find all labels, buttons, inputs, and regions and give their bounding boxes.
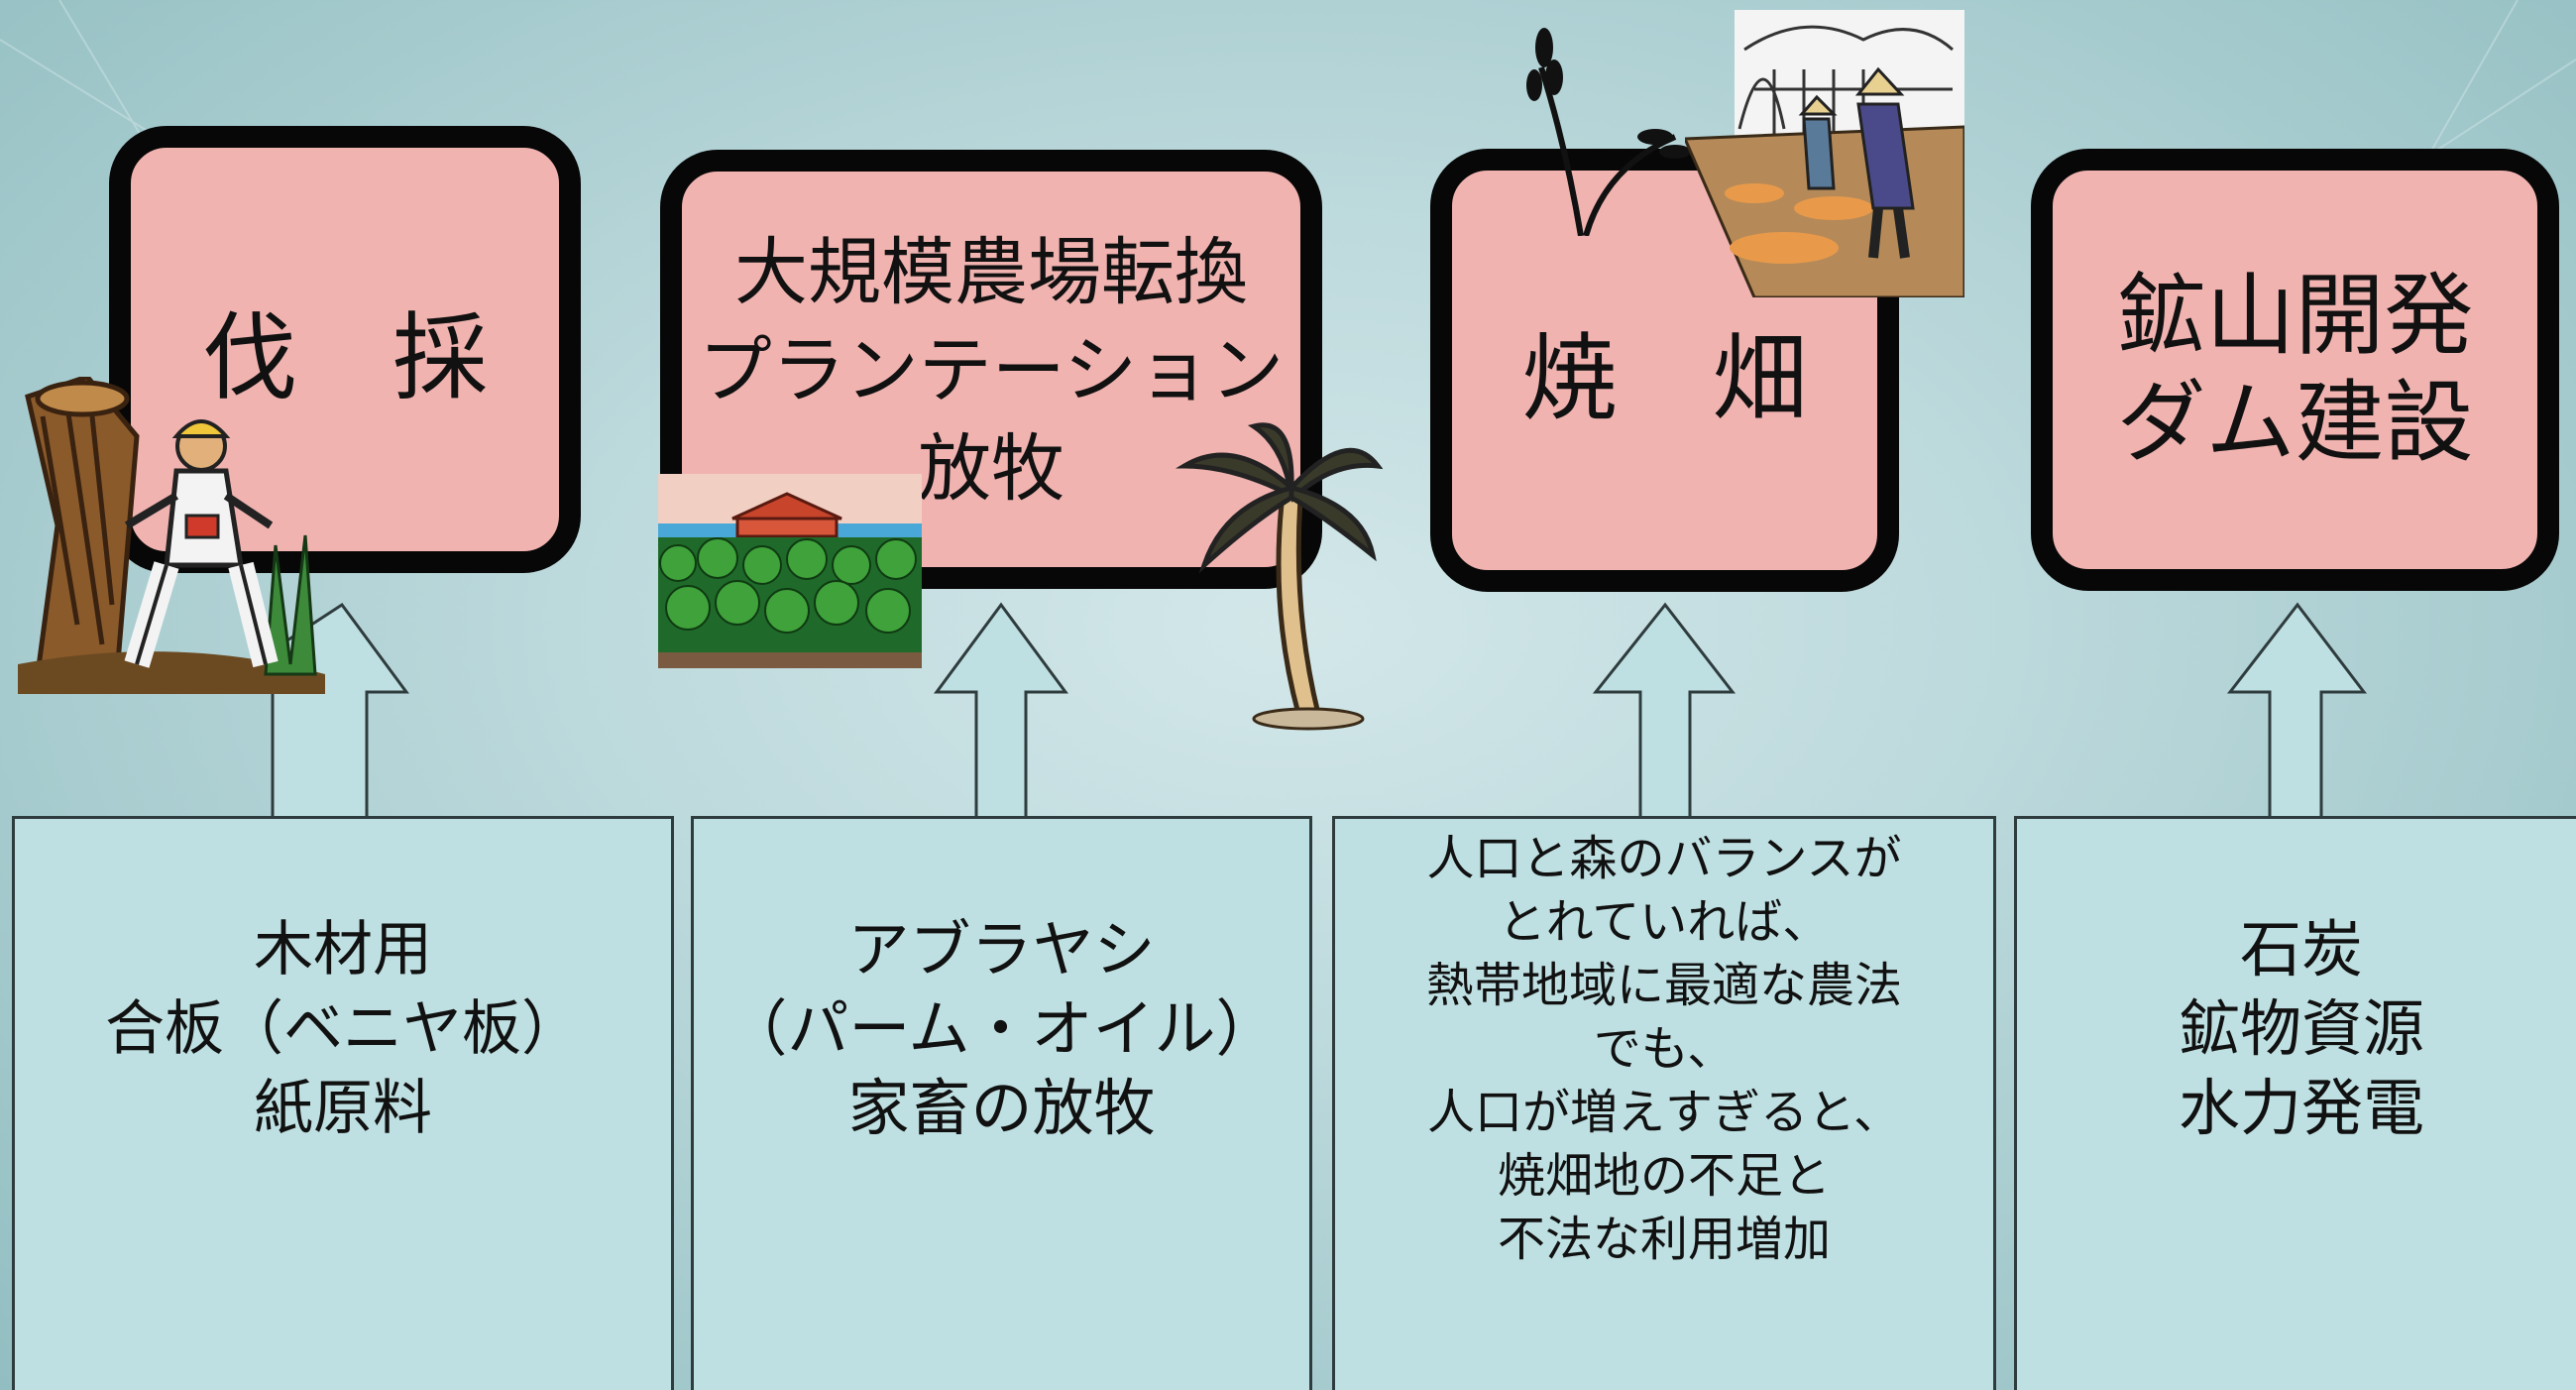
title-box-logging-line-1: 伐 採 [202, 302, 488, 413]
detail-logging-line-2: 合板（ベニヤ板） [105, 994, 581, 1064]
lumberjack-clipart-icon [18, 377, 325, 694]
title-box-plantation: 大規模農場転換 プランテーション 放牧 [660, 150, 1322, 589]
detail-slash-line-4: でも、 [1593, 1021, 1736, 1077]
detail-logging-line-1: 木材用 [254, 915, 432, 985]
detail-logging-line-3: 紙原料 [254, 1074, 432, 1143]
detail-slash-line-6: 焼畑地の不足と [1497, 1148, 1831, 1204]
detail-slash-line-2: とれていれば、 [1498, 894, 1831, 950]
detail-box-logging: 木材用 合板（ベニヤ板） 紙原料 [12, 816, 674, 1390]
palm-tree-clipart-icon [1175, 422, 1383, 731]
detail-slash-line-5: 人口が増えすぎると、 [1426, 1085, 1902, 1140]
title-box-mining-dam: 鉱山開発 ダム建設 [2031, 149, 2559, 591]
detail-box-slash-and-burn: 人口と森のバランスが とれていれば、 熱帯地域に最適な農法 でも、 人口が増えす… [1332, 816, 1996, 1390]
title-box-plantation-line-2: プランテーション [698, 328, 1285, 413]
title-box-mining-dam-line-1: 鉱山開発 [2116, 264, 2474, 368]
title-box-mining-dam-line-2: ダム建設 [2116, 371, 2474, 475]
farm-field-clipart-icon [658, 474, 922, 668]
detail-slash-line-1: 人口と森のバランスが [1426, 831, 1902, 886]
detail-plantation-line-2: （パーム・オイル） [726, 992, 1278, 1065]
rice-harvest-clipart-icon [1685, 10, 1964, 297]
detail-mining-line-1: 石炭 [2239, 913, 2363, 985]
title-box-plantation-line-3: 放牧 [918, 426, 1064, 512]
title-box-plantation-line-1: 大規模農場転換 [734, 230, 1248, 315]
detail-box-plantation: アブラヤシ （パーム・オイル） 家畜の放牧 [691, 816, 1312, 1390]
detail-mining-line-3: 水力発電 [2178, 1072, 2424, 1144]
detail-plantation-line-3: 家畜の放牧 [847, 1072, 1156, 1144]
detail-mining-line-2: 鉱物資源 [2178, 992, 2424, 1065]
detail-box-mining-dam: 石炭 鉱物資源 水力発電 [2014, 816, 2576, 1390]
detail-slash-line-3: 熱帯地域に最適な農法 [1425, 958, 1902, 1013]
title-box-slash-and-burn-line-1: 焼 畑 [1521, 323, 1808, 434]
detail-slash-line-7: 不法な利用増加 [1497, 1212, 1831, 1267]
detail-plantation-line-1: アブラヤシ [847, 913, 1156, 985]
wheat-stalk-clipart-icon [1526, 28, 1691, 236]
